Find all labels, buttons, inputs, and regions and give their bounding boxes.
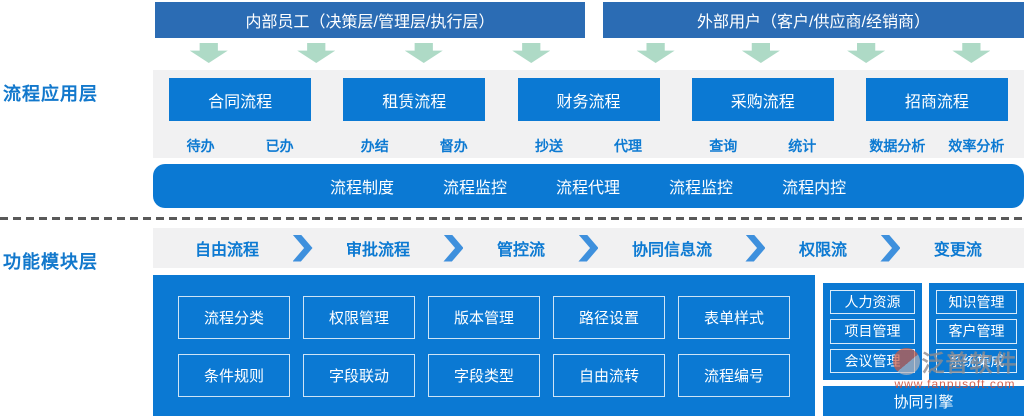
module-box: 路径设置 — [553, 296, 665, 339]
down-arrow-icon — [512, 43, 551, 63]
header-external-users: 外部用户（客户/供应商/经销商） — [603, 2, 1024, 38]
collaboration-engine-bar: 协同引擎 — [823, 386, 1024, 416]
process-button-procurement: 采购流程 — [691, 78, 834, 121]
process-sub-labels: 办结 督办 — [335, 136, 493, 156]
sub-label: 督办 — [439, 138, 468, 154]
function-modules-panel: 流程分类 权限管理 版本管理 路径设置 表单样式 条件规则 字段联动 字段类型 … — [153, 275, 815, 416]
layer-divider-dashed-line — [0, 217, 1024, 220]
process-sub-labels: 数据分析 效率分析 — [858, 136, 1016, 156]
process-column: 招商流程 数据分析 效率分析 — [850, 70, 1024, 158]
side-module-box: 项目管理 — [830, 319, 915, 344]
down-arrow-icon — [297, 43, 336, 63]
module-box: 字段联动 — [303, 354, 415, 397]
flow-item: 协同信息流 — [631, 242, 712, 259]
side-module-box: 会议管理 — [830, 348, 915, 373]
process-sub-labels: 抄送 代理 — [510, 136, 668, 156]
side-modules-column-2: 知识管理 客户管理 系统集成 — [929, 283, 1024, 380]
sub-label: 效率分析 — [948, 138, 1005, 154]
chevron-right-icon — [880, 234, 901, 262]
process-button-contract: 合同流程 — [169, 78, 312, 121]
process-application-panel: 合同流程 待办 已办 租赁流程 办结 督办 财务流程 抄送 代理 采购流程 查询 — [153, 70, 1024, 158]
side-modules-column-1: 人力资源 项目管理 会议管理 — [823, 283, 922, 380]
sub-label: 数据分析 — [869, 138, 926, 154]
process-column: 采购流程 查询 统计 — [676, 70, 850, 158]
sub-label: 办结 — [360, 138, 389, 154]
bar-item: 流程监控 — [443, 180, 508, 197]
module-box: 表单样式 — [678, 296, 790, 339]
sub-label: 统计 — [788, 138, 817, 154]
sub-label: 代理 — [614, 138, 642, 154]
flow-item: 权限流 — [798, 242, 847, 259]
bar-item: 流程代理 — [556, 180, 621, 197]
module-box: 条件规则 — [178, 354, 290, 397]
process-sub-labels: 待办 已办 — [161, 136, 319, 156]
bar-item: 流程内控 — [782, 180, 847, 197]
flow-types-band: 自由流程 审批流程 管控流 协同信息流 权限流 变更流 — [153, 228, 1024, 268]
flow-item: 变更流 — [933, 242, 982, 259]
down-arrow-icon — [636, 43, 675, 63]
down-arrow-icon — [952, 43, 991, 63]
process-column: 租赁流程 办结 督办 — [327, 70, 501, 158]
module-box: 流程分类 — [178, 296, 290, 339]
header-internal-users: 内部员工（决策层/管理层/执行层） — [155, 2, 585, 38]
down-arrow-icon — [404, 43, 443, 63]
chevron-right-icon — [443, 234, 464, 262]
flow-item: 审批流程 — [345, 242, 410, 259]
process-button-finance: 财务流程 — [517, 78, 660, 121]
module-box: 版本管理 — [428, 296, 540, 339]
down-arrow-icon — [189, 43, 228, 63]
module-layer-label: 功能模块层 — [3, 252, 98, 272]
module-box: 自由流转 — [553, 354, 665, 397]
chevron-right-icon — [292, 234, 313, 262]
sub-label: 待办 — [186, 138, 215, 154]
process-button-lease: 租赁流程 — [343, 78, 486, 121]
external-arrows — [603, 43, 1024, 64]
side-module-box: 知识管理 — [936, 290, 1017, 315]
down-arrow-icon — [847, 43, 886, 63]
side-module-box: 客户管理 — [936, 319, 1017, 344]
module-box: 流程编号 — [678, 354, 790, 397]
sub-label: 已办 — [265, 138, 294, 154]
sub-label: 查询 — [709, 138, 738, 154]
chevron-right-icon — [578, 234, 599, 262]
bar-item: 流程监控 — [669, 180, 734, 197]
down-arrow-icon — [741, 43, 780, 63]
module-box: 字段类型 — [428, 354, 540, 397]
process-column: 财务流程 抄送 代理 — [501, 70, 675, 158]
process-sub-labels: 查询 统计 — [684, 136, 842, 156]
module-box: 权限管理 — [303, 296, 415, 339]
flow-item: 自由流程 — [195, 242, 260, 259]
app-layer-label: 流程应用层 — [3, 84, 98, 104]
side-module-box: 人力资源 — [830, 290, 915, 315]
sub-label: 抄送 — [535, 138, 563, 154]
process-button-investment: 招商流程 — [865, 78, 1008, 121]
flow-item: 管控流 — [496, 242, 545, 259]
chevron-right-icon — [745, 234, 766, 262]
internal-arrows — [155, 43, 585, 64]
process-column: 合同流程 待办 已办 — [153, 70, 327, 158]
process-control-bar: 流程制度 流程监控 流程代理 流程监控 流程内控 — [153, 164, 1024, 208]
side-module-box: 系统集成 — [936, 348, 1017, 373]
bar-item: 流程制度 — [330, 180, 395, 197]
